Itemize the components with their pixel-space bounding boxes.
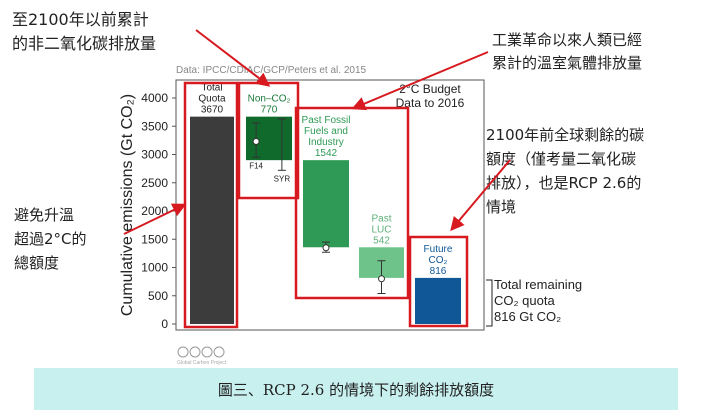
errorbar-marker [322,244,330,252]
y-axis-label: Cumulative emissions (Gt CO₂) [119,94,136,316]
budget-note-line-2: Data to 2016 [396,96,465,110]
by-icon [189,346,201,358]
errorbar-label: F14 [249,161,263,170]
bar-label-future: 816 [430,266,447,277]
bar-label-future: Future [424,244,453,255]
bar-label-total: Quota [198,94,226,105]
callout-right-line-2: 額度（僅考量二氧化碳 [486,150,636,168]
highlight-future [408,235,469,328]
nc-icon [213,346,225,358]
callout-left-line-3: 總額度 [14,254,59,272]
bar-label-fossil: Past Fossil [302,115,351,126]
arrow-total [123,203,187,235]
callout-right-line-3: 排放），也是RCP 2.6的 [486,174,641,192]
remaining-note-line-3: 816 Gt CO₂ [494,309,561,324]
bar-label-non_co2: 770 [261,105,278,116]
y-tick-label: 1000 [141,261,168,275]
figure-caption: 圖三、RCP 2.6 的情境下的剩餘排放額度 [217,380,495,399]
callout-top-left-line-2: 的非二氧化碳排放量 [12,34,156,53]
nd-icon [201,346,213,358]
cc-icon [177,346,189,358]
license-label: Global Carbon Project [177,360,227,366]
y-tick-label: 4000 [141,91,168,105]
y-tick-label: 500 [148,289,168,303]
callout-right-line-1: 2100年前全球剩餘的碳 [486,126,644,144]
bar-label-luc: LUC [371,224,391,235]
y-tick-label: 3000 [141,148,168,162]
y-axis: 0 500 1000 1500 2000 2500 3000 3500 4000 [141,91,177,331]
bar-label-fossil: 1542 [315,148,338,159]
callout-left-line-1: 避免升溫 [14,206,74,224]
arrow-non-co2 [195,29,271,87]
bar-label-fossil: Fuels and [304,126,348,137]
callout-right-line-4: 情境 [486,198,516,216]
callout-top-left-line-1: 至2100年以前累計 [12,10,149,29]
license-icons: Global Carbon Project [177,346,227,366]
y-tick-label: 1500 [141,232,168,246]
arrow-future [450,159,511,232]
errorbar-label: SYR [274,174,291,183]
source-label: Data: IPCC/CDIAC/GCP/Peters et al. 2015 [176,65,367,76]
callout-top-right-line-2: 累計的溫室氣體排放量 [492,54,642,72]
bar-label-luc: Past [371,213,391,224]
bar-total [190,116,234,325]
callout-left-line-2: 超過2°C的 [14,230,87,248]
bar-label-future: CO₂ [429,255,448,266]
arrow-past-emissions [351,51,489,111]
remaining-note-line-1: Total remaining [494,277,582,292]
y-tick-label: 0 [161,317,168,331]
bar-fossil [303,160,349,248]
bar-label-luc: 542 [373,235,390,246]
y-tick-label: 2000 [141,204,168,218]
y-tick-label: 2500 [141,176,168,190]
y-tick-label: 3500 [141,119,168,133]
bar-label-non_co2: Non–CO₂ [248,94,291,105]
bar-label-total: Total [201,83,222,94]
callout-top-right-line-1: 工業革命以來人類已經 [492,31,642,49]
bars-layer [190,116,461,325]
caption-band: 圖三、RCP 2.6 的情境下的剩餘排放額度 [34,368,678,410]
errorbar-marker [252,138,260,146]
budget-note-line-1: 2°C Budget [399,82,461,96]
errorbar-marker [378,275,385,283]
remaining-bracket [486,279,493,327]
bar-future [415,277,461,324]
remaining-note-line-2: CO₂ quota [494,293,555,308]
bar-non_co2 [246,116,292,161]
bar-label-fossil: Industry [308,137,344,148]
bar-label-total: 3670 [201,105,224,116]
